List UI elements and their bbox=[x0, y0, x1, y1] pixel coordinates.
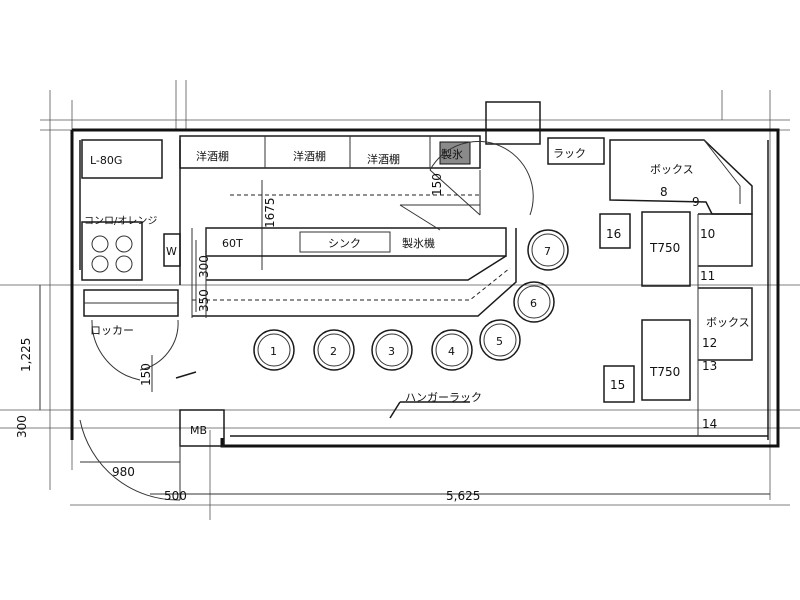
range-label: コンロ/オレンジ bbox=[84, 215, 157, 227]
sink-label: シンク bbox=[328, 237, 361, 250]
w-unit: W bbox=[163, 233, 181, 267]
box-seating-right: ボックス 12 13 14 bbox=[697, 213, 753, 436]
fridge: L-80G bbox=[81, 139, 163, 179]
dimension-980-text: 980 bbox=[112, 465, 135, 479]
rack: ラック bbox=[547, 137, 605, 165]
hanger-rack-label: ハンガーラック bbox=[405, 391, 482, 404]
stool-7: 7 bbox=[527, 229, 569, 271]
meter-box: MB bbox=[179, 409, 225, 447]
box-top-label: ボックス bbox=[650, 163, 694, 176]
table-upper: T750 bbox=[641, 211, 691, 287]
seat-1-label: 1 bbox=[270, 345, 277, 358]
ice-maker-label: 製氷機 bbox=[402, 236, 435, 250]
stool-2: 2 bbox=[313, 329, 355, 371]
seat-6-label: 6 bbox=[530, 297, 537, 310]
seat-16-label: 16 bbox=[606, 227, 621, 241]
stool-1: 1 bbox=[253, 329, 295, 371]
seat-14-label: 14 bbox=[702, 417, 717, 431]
stool-5: 5 bbox=[479, 319, 521, 361]
stool-6: 6 bbox=[513, 281, 555, 323]
w-label: W bbox=[166, 245, 177, 258]
bottom-dimensions: 980 500 5,625 bbox=[80, 461, 770, 503]
dimension-1225: 1,225 300 bbox=[15, 285, 41, 438]
dimension-300-left-text: 300 bbox=[15, 415, 29, 438]
seat-3-label: 3 bbox=[388, 345, 395, 358]
hinged-door-top: 150 bbox=[399, 140, 534, 231]
stool-4: 4 bbox=[431, 329, 473, 371]
locker: ロッカー bbox=[83, 289, 179, 381]
seat-4-label: 4 bbox=[448, 345, 455, 358]
meter-box-label: MB bbox=[190, 424, 207, 437]
liquor-shelf-1-label: 洋酒棚 bbox=[196, 149, 229, 163]
box-seating-top: ボックス bbox=[609, 139, 753, 215]
stools: 1 2 3 4 5 6 7 bbox=[253, 229, 569, 371]
fridge-label: L-80G bbox=[90, 154, 122, 167]
stool-16: 16 bbox=[599, 213, 631, 249]
liquor-shelf-2-label: 洋酒棚 bbox=[293, 149, 326, 163]
dimension-150-mid-text: 150 bbox=[139, 363, 153, 386]
box-right-label: ボックス bbox=[706, 316, 750, 329]
seat-5-label: 5 bbox=[496, 335, 503, 348]
stool-3: 3 bbox=[371, 329, 413, 371]
dimension-500-text: 500 bbox=[164, 489, 187, 503]
rack-label: ラック bbox=[553, 147, 586, 160]
seat-12-label: 12 bbox=[702, 336, 717, 350]
dimension-5625-text: 5,625 bbox=[446, 489, 480, 503]
seat-2-label: 2 bbox=[330, 345, 337, 358]
counter-dims: 300 350 bbox=[195, 240, 211, 312]
liquor-shelves: 洋酒棚 洋酒棚 洋酒棚 製氷 bbox=[179, 135, 481, 169]
dimension-150-mid: 150 bbox=[139, 355, 197, 392]
entry-door bbox=[79, 419, 181, 501]
reference-lines bbox=[0, 80, 800, 520]
hanger-rack: ハンガーラック bbox=[389, 391, 482, 419]
walls bbox=[70, 101, 780, 448]
dimension-350-text: 350 bbox=[197, 289, 211, 312]
seat-15-label: 15 bbox=[610, 378, 625, 392]
seat-9-label: 9 bbox=[692, 195, 700, 209]
dimension-1675-text: 1675 bbox=[263, 197, 277, 228]
stool-15: 15 bbox=[603, 365, 635, 403]
cooler-label: 製氷 bbox=[441, 147, 463, 161]
box-top-seat-numbers: 8 9 10 11 bbox=[660, 185, 715, 283]
range: コンロ/オレンジ bbox=[81, 215, 157, 281]
seat-10-label: 10 bbox=[700, 227, 715, 241]
seat-13-label: 13 bbox=[702, 359, 717, 373]
liquor-shelf-3-label: 洋酒棚 bbox=[367, 152, 400, 166]
seat-7-label: 7 bbox=[544, 245, 551, 258]
seat-8-label: 8 bbox=[660, 185, 668, 199]
table-lower: T750 bbox=[641, 319, 691, 401]
bar-counter: 60T シンク 製氷機 bbox=[191, 194, 517, 318]
dimension-150-top-text: 150 bbox=[430, 173, 444, 196]
seat-11-label: 11 bbox=[700, 269, 715, 283]
dimension-1225-text: 1,225 bbox=[19, 338, 33, 372]
locker-label: ロッカー bbox=[90, 324, 134, 337]
table-upper-label: T750 bbox=[649, 241, 680, 255]
counter-60t-label: 60T bbox=[222, 237, 243, 250]
table-lower-label: T750 bbox=[649, 365, 680, 379]
dimension-300-text: 300 bbox=[197, 255, 211, 278]
